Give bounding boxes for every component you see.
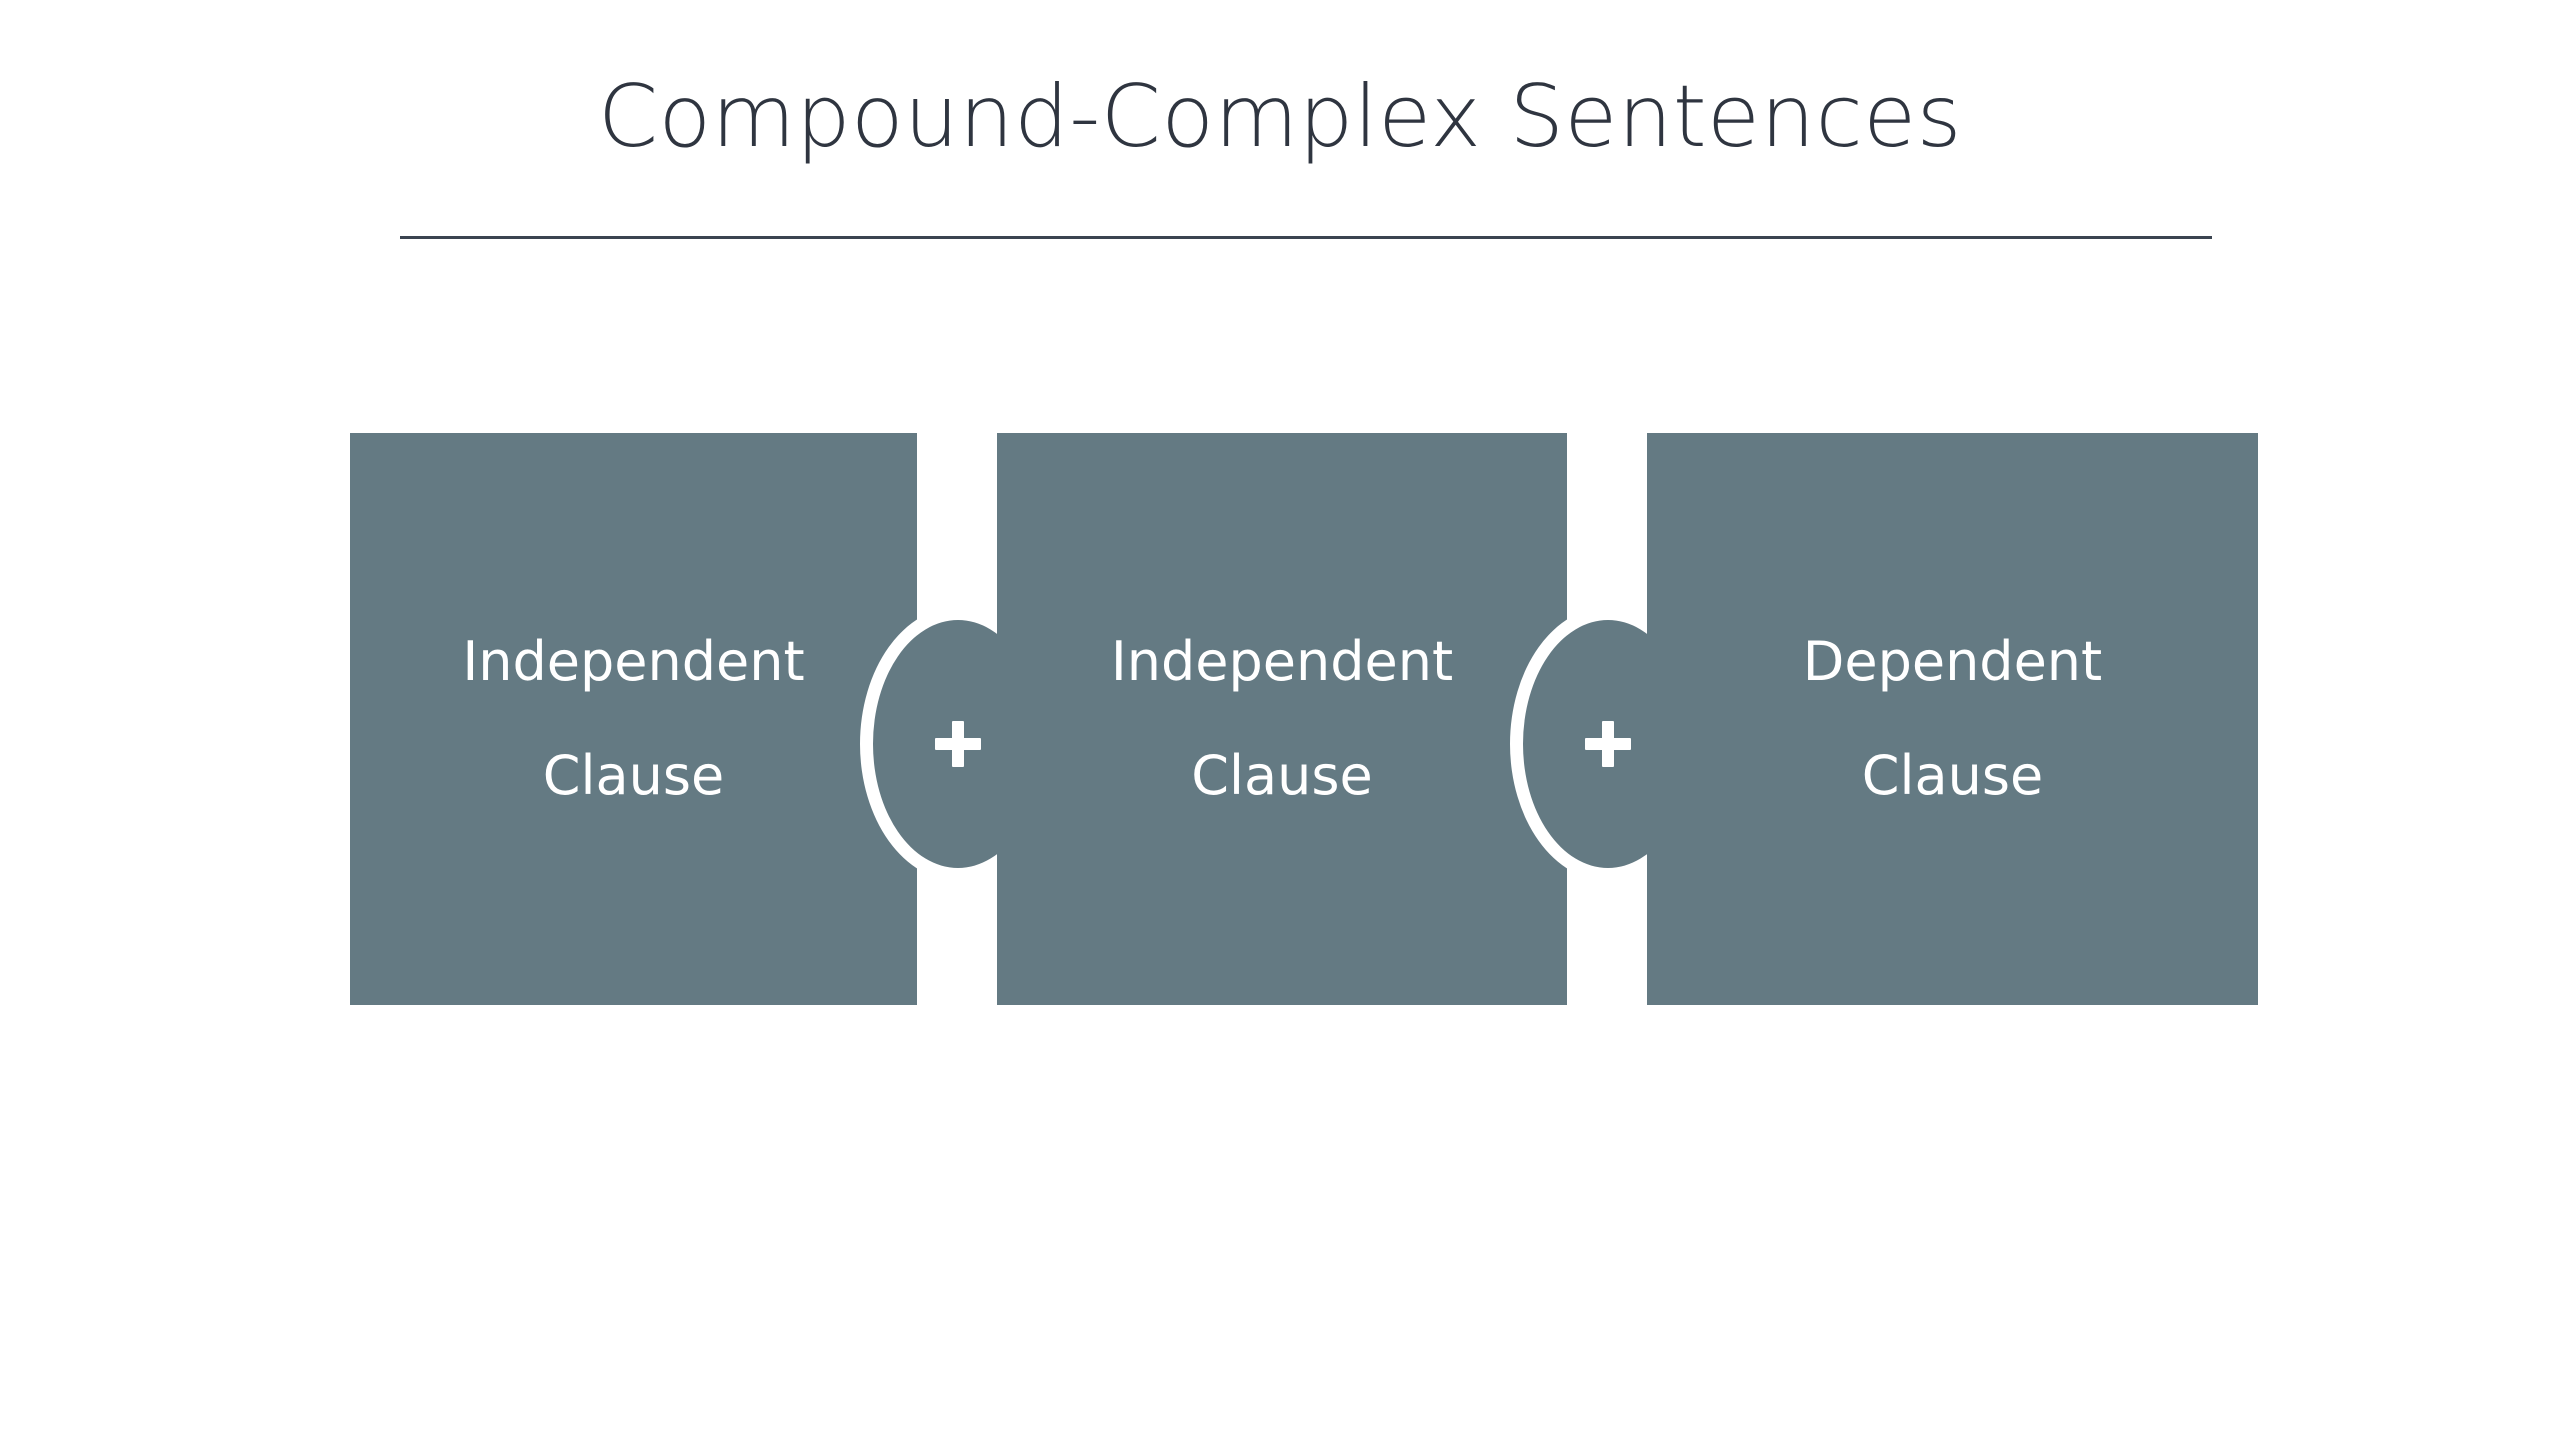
clause-box-label-line2: Clause [1191, 744, 1373, 807]
plus-icon [1585, 721, 1631, 767]
clause-box-label-line1: Independent [462, 630, 805, 693]
title-block: Compound-Complex Sentences [0, 67, 2560, 167]
clause-box-label-line2: Clause [542, 744, 725, 807]
clause-box-label-line1: Independent [1110, 630, 1454, 693]
title-divider [400, 236, 2212, 239]
clause-box[interactable]: Dependent Clause [1647, 433, 2258, 1005]
plus-icon [935, 721, 981, 767]
clause-box[interactable]: Independent Clause [350, 433, 917, 1005]
clause-box-label-line1: Dependent [1802, 630, 2103, 693]
clause-box[interactable]: Independent Clause [997, 433, 1567, 1005]
clause-box-label-line2: Clause [1861, 744, 2044, 807]
page-title: Compound-Complex Sentences [598, 67, 1962, 167]
